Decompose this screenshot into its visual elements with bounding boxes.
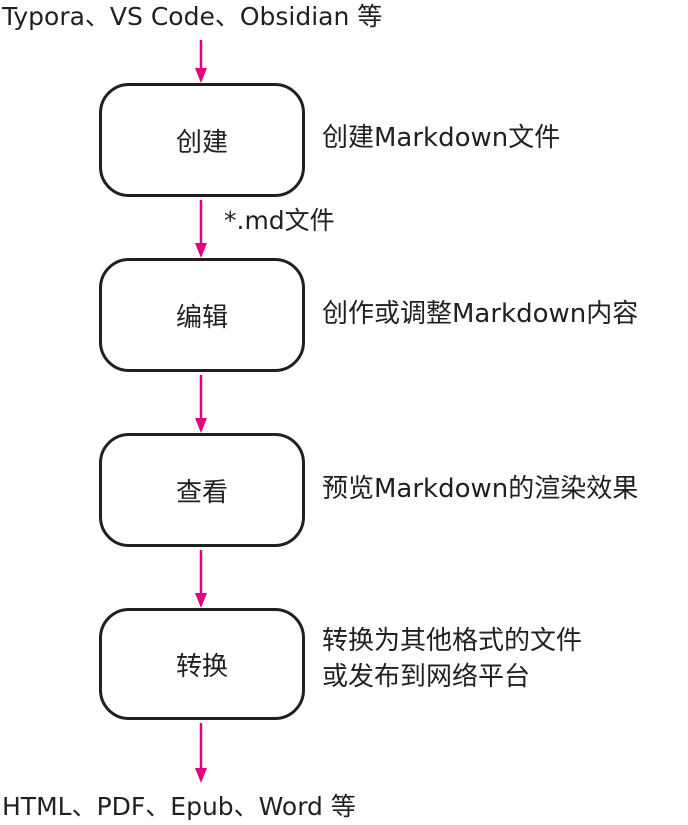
step-view-desc: 预览Markdown的渲染效果: [322, 474, 639, 504]
step-view: 查看: [99, 433, 305, 547]
step-edit: 编辑: [99, 258, 305, 372]
step-convert-desc: 转换为其他格式的文件: [322, 626, 583, 656]
arrow-create-edit: [195, 200, 207, 258]
output-formats-label: HTML、PDF、Epub、Word 等: [2, 792, 356, 821]
step-label: 编辑: [175, 302, 228, 333]
step-label: 创建: [175, 127, 228, 158]
step-create-desc: 创建Markdown文件: [322, 123, 561, 153]
arrow-edit-view: [195, 375, 207, 433]
step-label: 查看: [175, 477, 228, 508]
step-create: 创建: [99, 83, 305, 197]
arrow-top: [195, 40, 207, 83]
md-file-label: *.md文件: [224, 206, 335, 235]
step-label: 转换: [175, 651, 228, 682]
step-edit-desc: 创作或调整Markdown内容: [322, 299, 639, 329]
step-convert-desc-2: 或发布到网络平台: [322, 662, 531, 692]
arrow-bottom: [195, 723, 207, 783]
source-tools-label: Typora、VS Code、Obsidian 等: [2, 2, 383, 31]
step-convert: 转换: [99, 608, 305, 720]
arrow-view-convert: [195, 550, 207, 608]
